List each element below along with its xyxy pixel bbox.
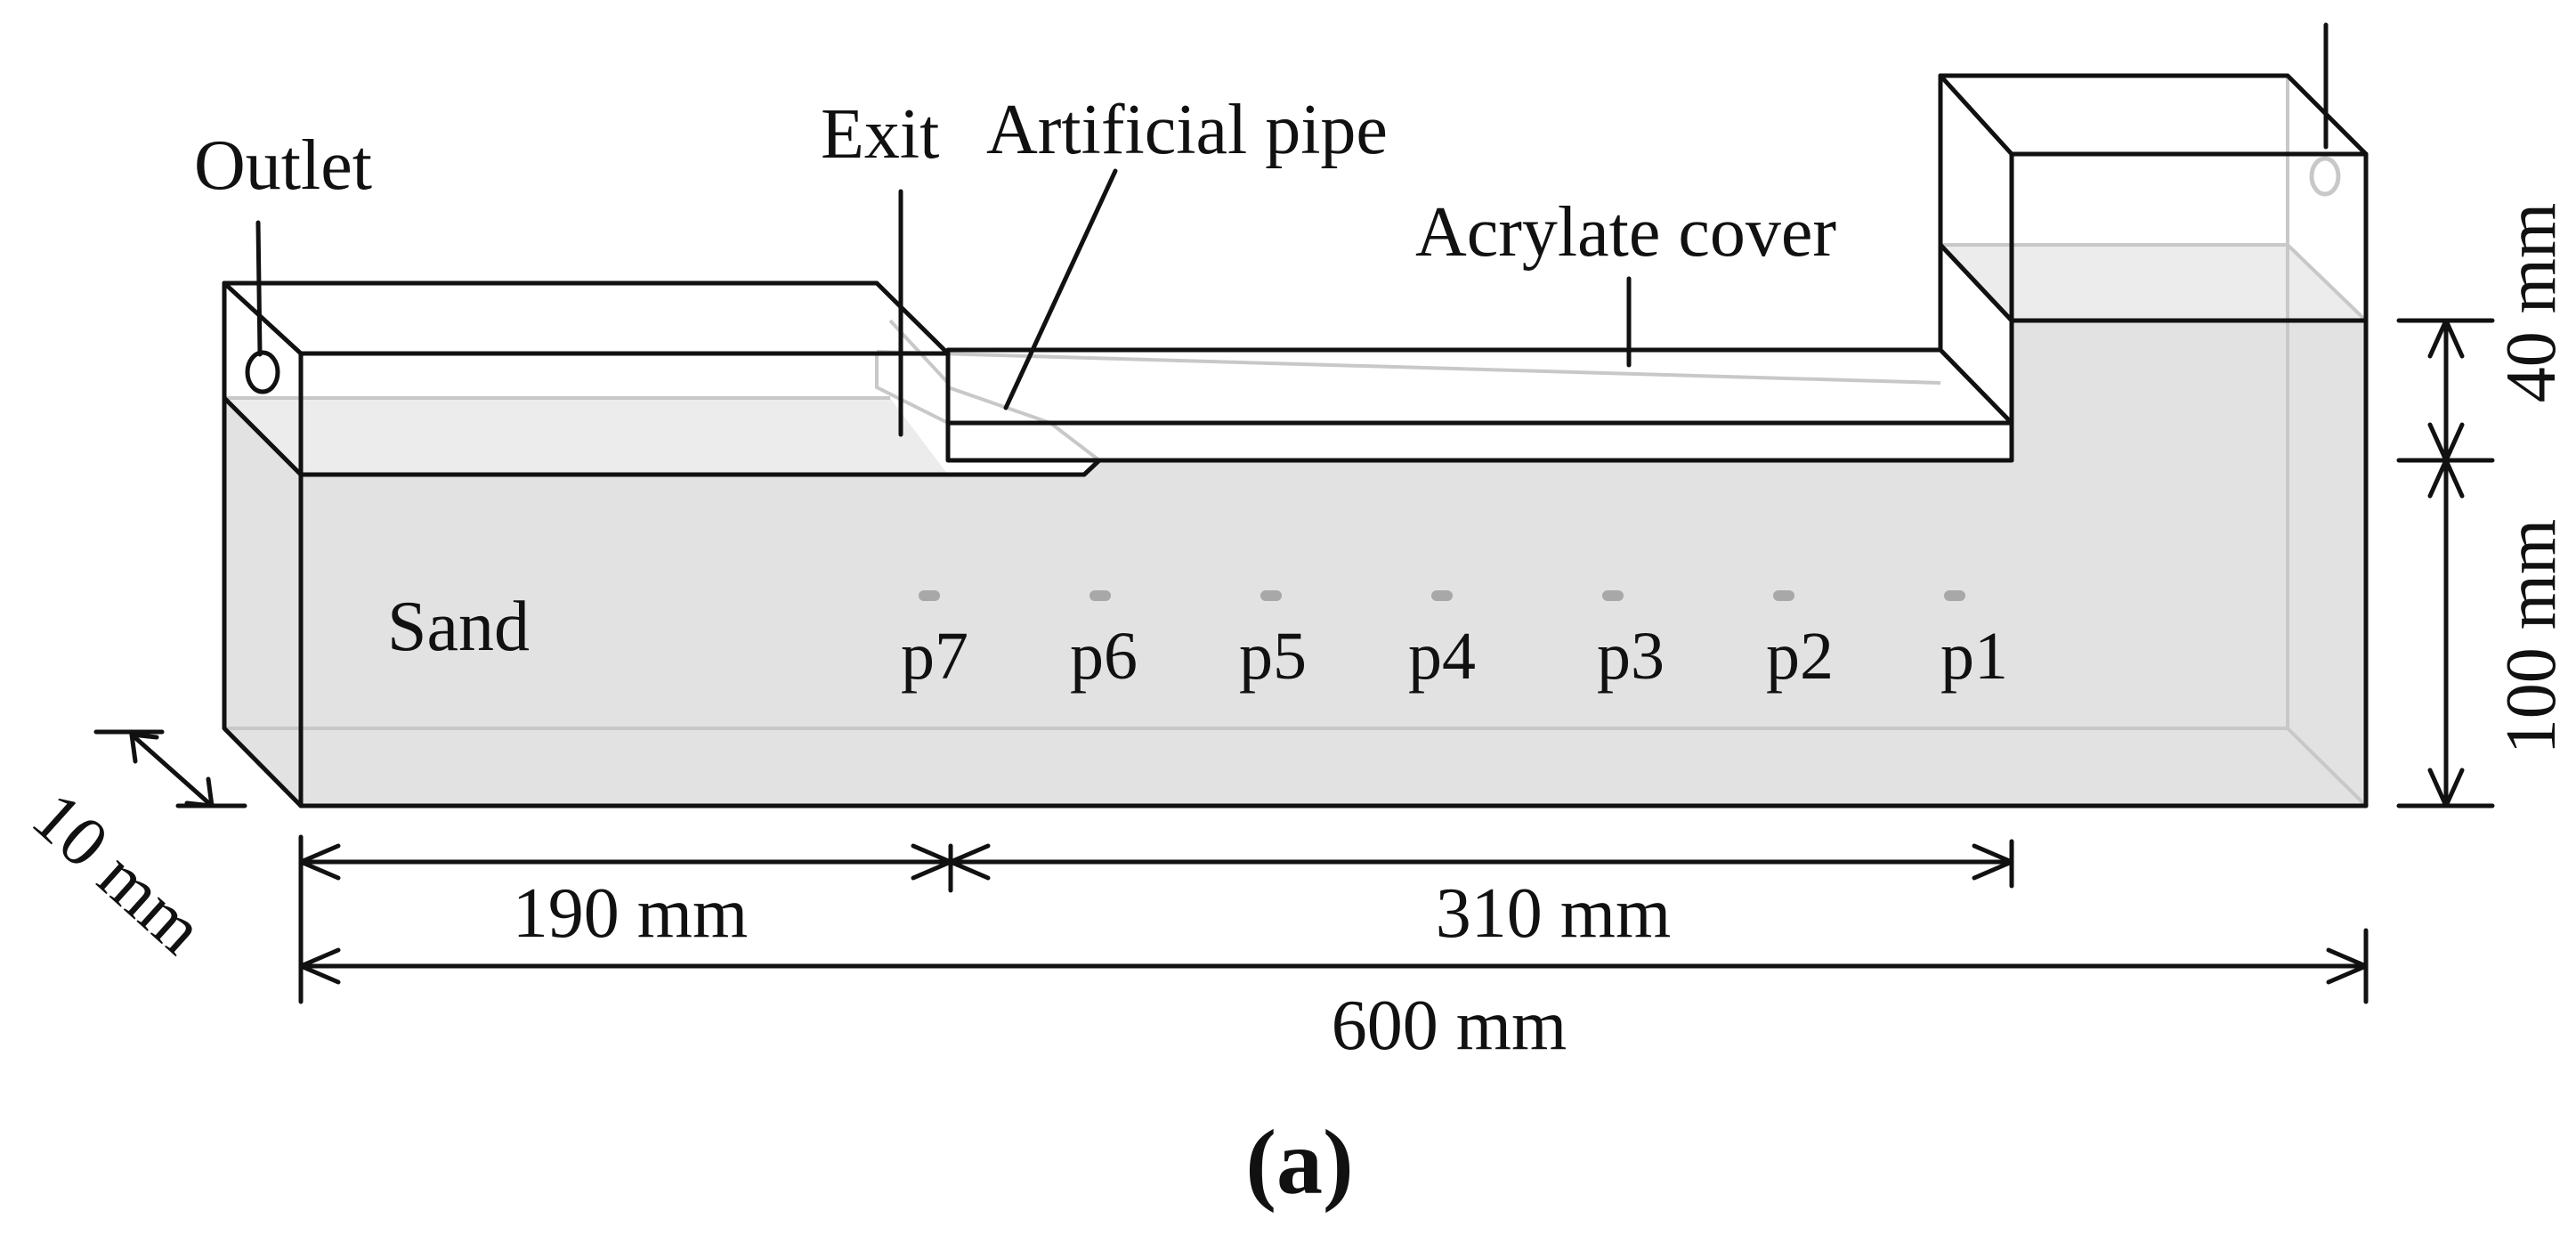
acrylate-cover-label: Acrylate cover xyxy=(1415,193,1836,272)
tank-edges xyxy=(222,73,2369,808)
exit-label: Exit xyxy=(821,95,939,174)
inlet-hole xyxy=(2309,156,2341,197)
sensor-label-p4: p4 xyxy=(1408,619,1476,694)
sand-front-face xyxy=(301,321,2366,806)
sensor-dot-p3 xyxy=(1602,590,1624,601)
outlet-hole xyxy=(245,350,280,394)
sensor-label-p2: p2 xyxy=(1766,619,1834,694)
sand-right-top xyxy=(1940,245,2366,321)
sensor-dot-p7 xyxy=(919,590,940,601)
sensor-dot-p6 xyxy=(1090,590,1111,601)
sensors: p7 p6 p5 p4 p3 p2 p1 xyxy=(901,590,2008,694)
sensor-label-p1: p1 xyxy=(1940,619,2008,694)
sand-label: Sand xyxy=(387,588,530,666)
sensor-dot-p2 xyxy=(1773,590,1794,601)
sand-height-label: 100 mm xyxy=(2492,519,2571,754)
middle-section-label: 310 mm xyxy=(1436,874,1671,953)
panel-label: (a) xyxy=(1245,1111,1353,1214)
water-head-label: 40 mm xyxy=(2492,203,2571,402)
sensor-dot-p4 xyxy=(1431,590,1453,601)
artificial-pipe-leader xyxy=(1003,168,1118,410)
total-length-label: 600 mm xyxy=(1332,987,1567,1065)
sand-top-strip xyxy=(224,398,948,475)
left-section-label: 190 mm xyxy=(513,874,748,953)
sensor-label-p7: p7 xyxy=(901,619,968,694)
sand-side-face xyxy=(224,398,301,806)
outlet-leader xyxy=(255,220,263,357)
sensor-dot-p1 xyxy=(1944,590,1965,601)
sensor-label-p6: p6 xyxy=(1070,619,1138,694)
height-dimensions: 40 mm 100 mm xyxy=(2396,203,2571,808)
sensor-label-p5: p5 xyxy=(1239,619,1307,694)
length-dimensions: 190 mm 310 mm 600 mm xyxy=(298,834,2369,1065)
outlet-label: Outlet xyxy=(194,126,372,205)
artificial-pipe-label: Artificial pipe xyxy=(986,91,1388,169)
sensor-label-p3: p3 xyxy=(1597,619,1665,694)
sensor-dot-p5 xyxy=(1260,590,1282,601)
depth-dimension: 10 mm xyxy=(18,729,247,969)
